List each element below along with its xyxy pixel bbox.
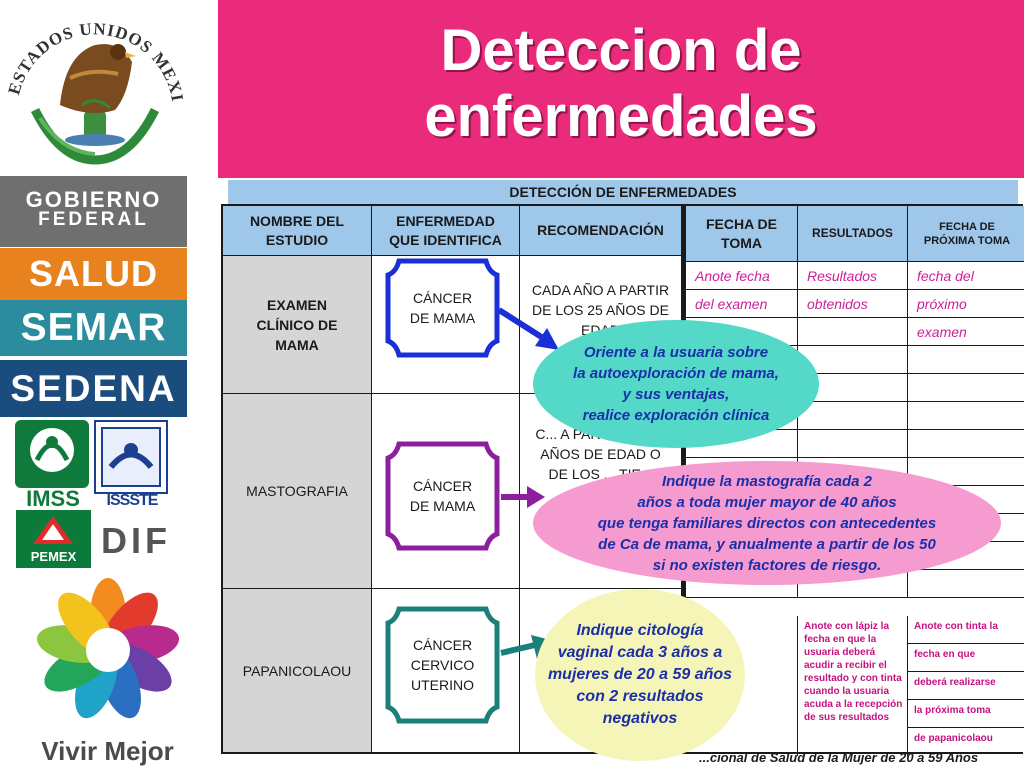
svg-text:ESTADOS UNIDOS MEXICANOS: ESTADOS UNIDOS MEXICANOS (0, 0, 187, 103)
header-enfermedad: ENFERMEDAD QUE IDENTIFICA (372, 206, 520, 256)
callout-clinical-exam: Oriente a la usuaria sobre la autoexplor… (533, 320, 819, 448)
papanicolaou-result-instruction: Anote con lápiz la fecha en que la usuar… (798, 616, 908, 756)
proxima-instruction-1: fecha del (908, 262, 1024, 290)
title-line-2: enfermedades (424, 84, 818, 149)
row1-enfermedad: CÁNCER DE MAMA (409, 290, 476, 326)
callout-2-line-4: de Ca de mama, y anualmente a partir de … (598, 535, 936, 553)
callout-3-line-2: vaginal cada 3 años a (557, 644, 723, 661)
gobierno-federal-band: GOBIERNO FEDERAL (0, 176, 187, 247)
federal-label: FEDERAL (38, 209, 149, 230)
proxima-instruction-3: examen (908, 318, 1024, 346)
empty-cell (798, 318, 908, 346)
table-caption: DETECCIÓN DE ENFERMEDADES (228, 180, 1018, 204)
fecha-instruction-1: Anote fecha (686, 262, 798, 290)
empty-cell (908, 570, 1024, 598)
table-footer-text: ...cional de Salud de la Mujer de 20 a 5… (699, 750, 979, 765)
empty-cell (908, 402, 1024, 430)
header-resultados: RESULTADOS (798, 206, 908, 262)
sedena-band: SEDENA (0, 360, 187, 417)
callout-2-line-2: años a toda mujer mayor de 40 años (637, 493, 897, 511)
callout-2-line-5: si no existen factores de riesgo. (652, 556, 882, 574)
octagon-frame-blue (385, 258, 500, 358)
empty-cell (798, 570, 908, 598)
row3-enfermedad: CÁNCER CERVICO UTERINO (410, 637, 475, 693)
empty-cell (908, 458, 1024, 486)
row1-estudio: EXAMEN CLÍNICO DE MAMA (223, 256, 372, 394)
proxima-instruction-2: próximo (908, 290, 1024, 318)
callout-3-line-1: Indique citología (576, 622, 704, 639)
salud-band: SALUD (0, 248, 187, 300)
semar-band: SEMAR (0, 300, 187, 356)
vivir-mejor-flower-icon (36, 578, 180, 719)
callout-2-line-3: que tenga familiares directos con antece… (597, 514, 937, 532)
pemex-label: PEMEX (30, 549, 77, 564)
empty-cell (908, 374, 1024, 402)
pemex-logo (16, 510, 91, 568)
title-band: Deteccion de enfermedades (218, 0, 1024, 178)
pap-proxima-1: Anote con tinta la (908, 616, 1024, 644)
empty-cell (798, 346, 908, 374)
pap-proxima-2: fecha en que (908, 644, 1024, 672)
callout-1-line-2: la autoexploración de mama, (573, 365, 779, 382)
imss-logo (15, 420, 89, 488)
callout-1-line-4: realice exploración clínica (582, 407, 770, 424)
imss-label: IMSS (26, 486, 80, 511)
dif-logo: DIF (101, 520, 171, 561)
pap-proxima-3: deberá realizarse (908, 672, 1024, 700)
row2-enfermedad-cell (372, 394, 520, 589)
empty-cell (798, 430, 908, 458)
fecha-instruction-2: del examen (686, 290, 798, 318)
empty-cell (686, 430, 798, 458)
seal-lettering: ESTADOS UNIDOS MEXICANOS (0, 0, 187, 103)
header-fecha-toma: FECHA DE TOMA (686, 206, 798, 262)
row3-estudio: PAPANICOLAOU (223, 589, 372, 752)
title-line-1: Deteccion de (440, 18, 802, 83)
empty-cell (908, 430, 1024, 458)
empty-cell (798, 402, 908, 430)
callout-cytology: Indique citología vaginal cada 3 años a … (535, 589, 745, 761)
callout-3-line-5: negativos (602, 710, 678, 727)
callout-3-line-4: con 2 resultados (576, 688, 704, 705)
header-estudio: NOMBRE DEL ESTUDIO (223, 206, 372, 256)
pap-proxima-4: la próxima toma (908, 700, 1024, 728)
issste-label: ISSSTE (106, 492, 159, 509)
pap-proxima-5: de papanicolaou (914, 733, 993, 744)
empty-cell (908, 542, 1024, 570)
row3-enfermedad-cell (372, 589, 520, 752)
callout-2-line-1: Indique la mastografía cada 2 (661, 472, 873, 490)
vivir-mejor-label: Vivir Mejor (41, 736, 174, 766)
studies-table: NOMBRE DEL ESTUDIO ENFERMEDAD QUE IDENTI… (221, 204, 683, 754)
callout-mammography: Indique la mastografía cada 2 años a tod… (533, 461, 1001, 585)
issste-logo (94, 420, 168, 494)
arrow-purple-icon (501, 486, 545, 508)
row2-estudio: MASTOGRAFIA (223, 394, 372, 589)
result-instruction-2: obtenidos (798, 290, 908, 318)
callout-1-line-3: y sus ventajas, (622, 386, 730, 403)
row2-enfermedad: CÁNCER DE MAMA (409, 478, 476, 514)
page-title: Deteccion de enfermedades (218, 18, 1024, 150)
octagon-frame-purple (385, 441, 500, 551)
empty-cell (908, 346, 1024, 374)
callout-3-line-3: mujeres de 20 a 59 años (547, 666, 733, 683)
empty-cell (798, 374, 908, 402)
callout-1-line-1: Oriente a la usuaria sobre (583, 344, 769, 361)
empty-cell (686, 616, 798, 756)
gobierno-label: GOBIERNO (25, 187, 162, 212)
detection-table-area: DETECCIÓN DE ENFERMEDADES NOMBRE DEL EST… (215, 178, 1024, 768)
arrow-blue-icon (497, 307, 559, 350)
octagon-frame-teal (385, 606, 500, 724)
sidebar: ESTADOS UNIDOS MEXICANOS GOBIERNO FEDERA… (0, 0, 215, 768)
header-recomendacion: RECOMENDACIÓN (520, 206, 681, 256)
header-proxima: FECHA DE PRÓXIMA TOMA (908, 206, 1024, 262)
mexican-seal-logo (13, 4, 177, 168)
result-instruction-1: Resultados (798, 262, 908, 290)
